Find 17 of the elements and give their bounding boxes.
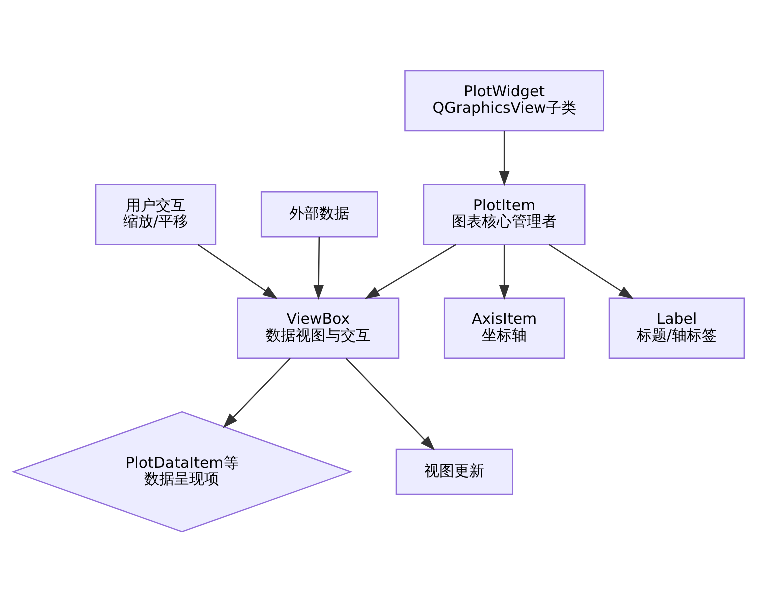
node-box: AxisItem 坐标轴: [444, 298, 566, 359]
node-box: Label 标题/轴标签: [608, 298, 746, 359]
arrow: [549, 244, 634, 300]
arrow: [499, 245, 510, 300]
arrow: [198, 244, 278, 300]
node-diamond: PlotDataItem等 数据呈现项: [12, 411, 353, 533]
arrow: [364, 244, 456, 300]
node-box: 视图更新: [396, 448, 514, 496]
node-box: 外部数据: [260, 192, 378, 238]
node-box: ViewBox 数据视图与交互: [237, 298, 400, 359]
node-box: PlotItem 图表核心管理者: [423, 184, 586, 246]
arrow: [346, 358, 436, 451]
node-box: PlotWidget QGraphicsView子类: [404, 70, 604, 132]
arrow: [314, 237, 324, 300]
arrow: [223, 358, 291, 428]
node-box: 用户交互 缩放/平移: [95, 184, 217, 246]
arrow: [499, 131, 510, 186]
